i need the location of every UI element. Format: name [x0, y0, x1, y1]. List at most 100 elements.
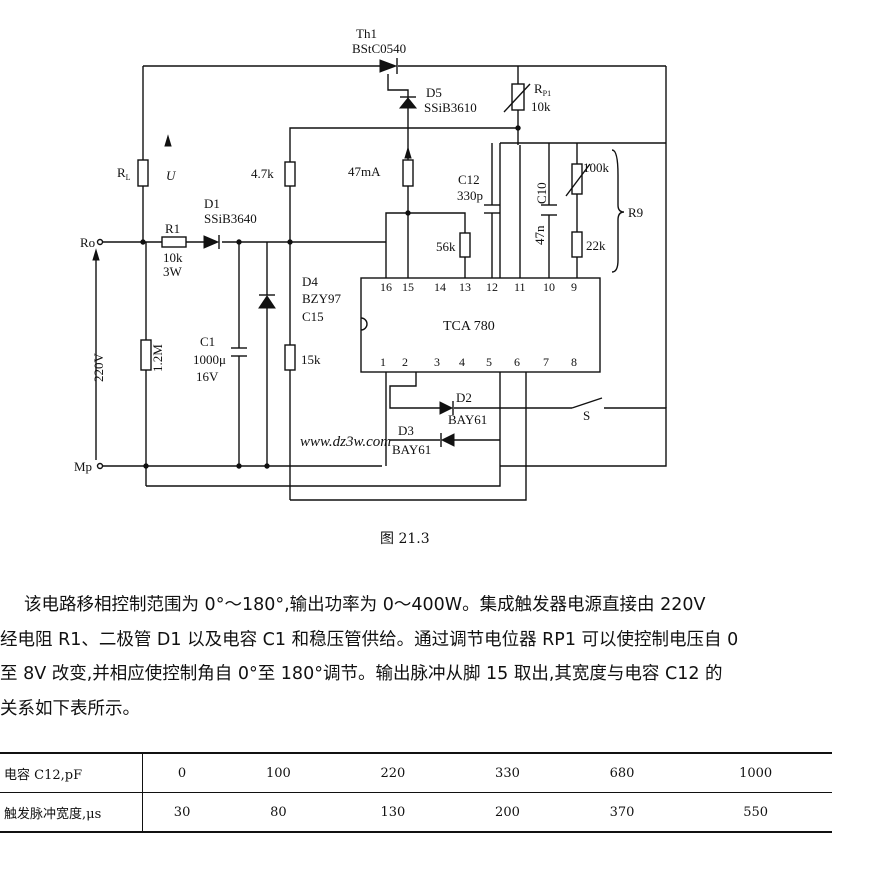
rl-label-main: R [117, 165, 126, 180]
ic-pin-label: 1 [380, 355, 386, 369]
resistor-56k [459, 232, 471, 258]
ic-pin-label: 12 [486, 280, 498, 294]
ic-pin-label: 11 [514, 280, 526, 294]
d2-part-label: BAY61 [448, 412, 487, 427]
diode-d5 [398, 97, 418, 109]
paragraph-line-1: 该电路移相控制范围为 0°～180°,输出功率为 0～400W。集成触发器电源直… [24, 595, 706, 615]
ic-pin-label: 10 [543, 280, 555, 294]
c12-value-label: 330p [457, 188, 483, 203]
rp1-label-main: R [534, 81, 543, 96]
r4k7-label: 4.7k [251, 166, 274, 181]
d3-part-label: BAY61 [392, 442, 431, 457]
resistor-4k7 [284, 161, 296, 187]
ic-pin-label: 5 [486, 355, 492, 369]
d5-part-label: SSiB3610 [424, 100, 477, 115]
r15k-label: 15k [301, 352, 321, 367]
ic-pin-label: 9 [571, 280, 577, 294]
rp1-value-label: 10k [531, 99, 551, 114]
ic-pin-label: 15 [402, 280, 414, 294]
table-row: 电容 C12,pF 0 100 220 330 680 1000 [0, 752, 832, 793]
r9-label: R9 [628, 205, 643, 220]
rp1-label-sub: P1 [543, 89, 551, 98]
paragraph-line-3: 至 8V 改变,并相应使控制角自 0°至 180°调节。输出脉冲从脚 15 取出… [0, 664, 723, 684]
c12-label: C12 [458, 172, 480, 187]
table-cell: 220 [335, 752, 451, 793]
rl-label: RL [117, 165, 131, 182]
diode-d1 [203, 235, 220, 249]
c10-label: C10 [534, 182, 549, 204]
ic-pin-label: 14 [434, 280, 446, 294]
table-cell: 370 [564, 792, 680, 833]
ro-label: Ro [80, 235, 95, 250]
resistor-rl [137, 159, 149, 187]
table-cell: 550 [679, 792, 832, 833]
ic-pin-label: 16 [380, 280, 392, 294]
resistor-22k [571, 231, 583, 258]
r100k-label: 100k [583, 160, 610, 175]
ic-pin-label: 8 [571, 355, 577, 369]
row-header-pulse-width: 触发脉冲宽度,μs [0, 792, 143, 833]
terminal-ro [96, 238, 104, 246]
paragraph-line-2: 经电阻 R1、二极管 D1 以及电容 C1 和稳压管供给。通过调节电位器 RP1… [0, 629, 739, 650]
ic-label: TCA 780 [443, 319, 495, 334]
wires [95, 65, 667, 501]
components [92, 58, 625, 470]
table-cell: 0 [142, 752, 222, 793]
figure-caption: 图 21.3 [380, 531, 430, 547]
component-labels: Th1 BStC0540 D5 SSiB3610 RP1 10k RL U 4.… [74, 26, 643, 474]
table-cell: 1000 [679, 752, 832, 793]
r1m2-label: 1.2M [150, 344, 165, 372]
u-label: U [166, 168, 177, 183]
d1-part-label: SSiB3640 [204, 211, 257, 226]
th1-label: Th1 [356, 26, 377, 41]
row-header-capacitance: 电容 C12,pF [0, 752, 143, 793]
rp1-label: RP1 [534, 81, 551, 98]
d3-label: D3 [398, 423, 414, 438]
th1-part-label: BStC0540 [352, 41, 406, 56]
ic-pin-label: 13 [459, 280, 471, 294]
description-paragraph: 该电路移相控制范围为 0°～180°,输出功率为 0～400W。集成触发器电源直… [0, 588, 896, 726]
ic-pin-label: 6 [514, 355, 520, 369]
table-cell: 330 [450, 752, 565, 793]
d2-label: D2 [456, 390, 472, 405]
table-cell: 130 [335, 792, 451, 833]
i47ma-label: 47mA [348, 164, 381, 179]
diode-d2 [439, 401, 454, 415]
d4-part-label-2: C15 [302, 309, 324, 324]
potentiometer-100k [571, 163, 583, 195]
table-cell: 100 [221, 752, 336, 793]
diode-d3 [440, 433, 455, 447]
resistor-15k [284, 344, 296, 371]
ic-pin-label: 4 [459, 355, 465, 369]
resistor-1m2 [140, 339, 152, 371]
d4-label: D4 [302, 274, 318, 289]
c1-label: C1 [200, 334, 215, 349]
table-cell: 680 [564, 752, 680, 793]
ic-pin-label: 3 [434, 355, 440, 369]
resistor-47ma [402, 159, 414, 187]
terminal-mp [96, 462, 104, 470]
d4-part-label-1: BZY97 [302, 291, 342, 306]
table-cell: 80 [221, 792, 336, 833]
r22k-label: 22k [586, 238, 606, 253]
table-cell: 30 [142, 792, 222, 833]
c1-voltage-label: 16V [196, 369, 219, 384]
ic-pin-label: 7 [543, 355, 549, 369]
r1-power-label: 3W [163, 264, 183, 279]
ic-pin-label: 2 [402, 355, 408, 369]
zener-d4 [258, 295, 276, 309]
watermark: www.dz3w.com [300, 434, 391, 450]
resistor-r1 [161, 236, 187, 248]
r1-value-label: 10k [163, 250, 183, 265]
r1-label: R1 [165, 221, 180, 236]
mp-label: Mp [74, 459, 92, 474]
r56k-label: 56k [436, 239, 456, 254]
rl-label-sub: L [126, 173, 131, 182]
table-row: 触发脉冲宽度,μs 30 80 130 200 370 550 [0, 792, 832, 833]
pulse-width-table: 电容 C12,pF 0 100 220 330 680 1000 触发脉冲宽度,… [0, 752, 832, 833]
d1-label: D1 [204, 196, 220, 211]
table-cell: 200 [450, 792, 565, 833]
v220-label: 220V [91, 353, 106, 383]
